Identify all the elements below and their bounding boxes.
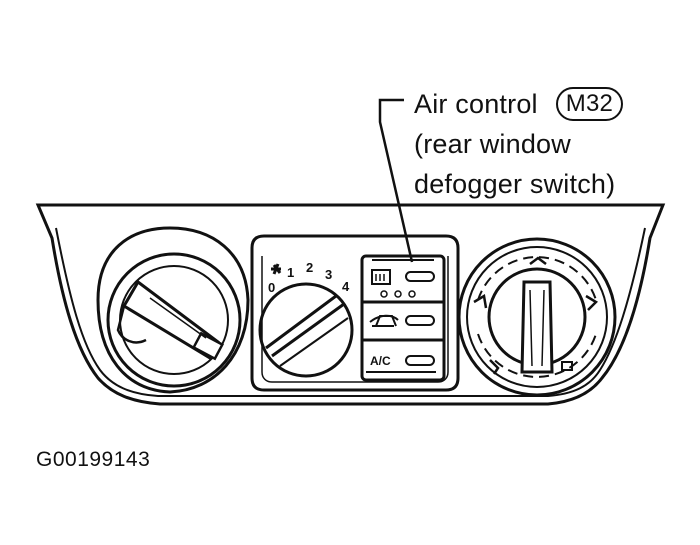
ac-switch-label: A/C (370, 354, 391, 368)
center-control-panel (250, 234, 460, 392)
reference-badge: M32 (555, 87, 624, 121)
callout-title: Air control (414, 89, 538, 119)
face-vent-icon (529, 256, 547, 265)
callout-leader-line (378, 98, 414, 263)
fan-speed-label-0: 0 (268, 280, 275, 295)
dashboard-bezel (35, 203, 666, 406)
callout-line-2: (rear window (414, 129, 571, 159)
air-control-callout: Air control M32 (rear window defogger swi… (414, 84, 624, 204)
ac-switch[interactable]: A/C (366, 354, 436, 373)
defrost-icon (561, 361, 573, 371)
fan-speed-knob: 0 1 2 3 4 (258, 260, 354, 378)
rear-defogger-icon (375, 274, 385, 281)
fan-speed-label-4: 4 (342, 279, 350, 294)
recirculation-switch[interactable] (369, 314, 435, 327)
callout-line-3: defogger switch) (414, 169, 616, 199)
figure-id: G00199143 (36, 448, 151, 471)
fan-speed-label-1: 1 (287, 265, 294, 280)
fan-speed-label-2: 2 (306, 260, 313, 275)
bi-level-icon (585, 294, 599, 311)
foot-vent-icon (473, 293, 488, 309)
rear-defogger-switch[interactable] (371, 259, 435, 298)
callout-line-1: Air control M32 (414, 84, 624, 124)
fan-speed-label-3: 3 (325, 267, 332, 282)
left-mode-knob (96, 226, 250, 394)
switch-panel: A/C (360, 254, 446, 382)
recirculation-icon (369, 314, 399, 327)
floor-icon (489, 359, 500, 375)
fan-icon (271, 263, 282, 275)
temperature-knob (457, 237, 617, 397)
